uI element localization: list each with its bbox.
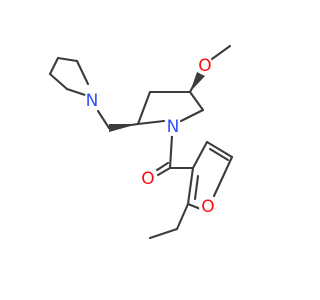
amide-nitrogen-label: N [167,117,180,137]
bond-c2-n1 [136,119,166,126]
bond-carbonyl-double-outer [156,166,172,177]
bond-furan-c2-c3 [186,166,195,206]
bond-pyrrolidine-c3-c4 [48,56,60,76]
bond-methyl-methoxy-oxygen [210,44,232,61]
methoxy-oxygen-label: O [198,56,211,76]
bond-furan-c2-c3-double [193,174,200,201]
pyrrolidine-nitrogen-label: N [86,91,99,111]
atom-background-methoxy-oxygen [196,57,214,75]
atom-background-amide-nitrogen [164,118,182,136]
bond-n1-c5 [179,108,205,123]
furan-oxygen-label: O [201,197,214,217]
stereo-wedge-c2-methylene [109,124,138,132]
bond-furan-c2-ethyl [175,202,190,231]
bond-furan-c5-o [212,155,234,198]
bond-pyrrolidine-c4-c5 [56,56,79,63]
bond-furan-c4-c5-double [208,147,230,162]
bond-ethyl-methyl [148,227,179,240]
bond-furan-c3-c4 [191,140,209,170]
bond-methylene-pyrrolidine-n [96,109,111,130]
bond-n1-carbonyl-carbon [168,134,174,170]
atom-background-carbonyl-oxygen [139,170,157,188]
bond-carbonyl-double-inner [155,161,170,172]
carbonyl-oxygen-label: O [141,169,154,189]
atom-background-pyrrolidine-nitrogen [83,92,101,110]
atom-background-furan-oxygen [199,198,217,216]
bond-furan-c4-c5 [205,140,234,159]
bond-pyrrolidine-c2-c3 [48,72,69,91]
bond-c3-c2 [136,90,152,126]
bond-c5-c4 [188,90,205,112]
bond-pyrrolidine-c5-n [75,59,90,86]
molecule-structure: O N N O O [48,44,234,240]
stereo-wedge-c4-methoxy [190,72,205,92]
bond-pyrrolidine-n-c2 [65,87,87,97]
